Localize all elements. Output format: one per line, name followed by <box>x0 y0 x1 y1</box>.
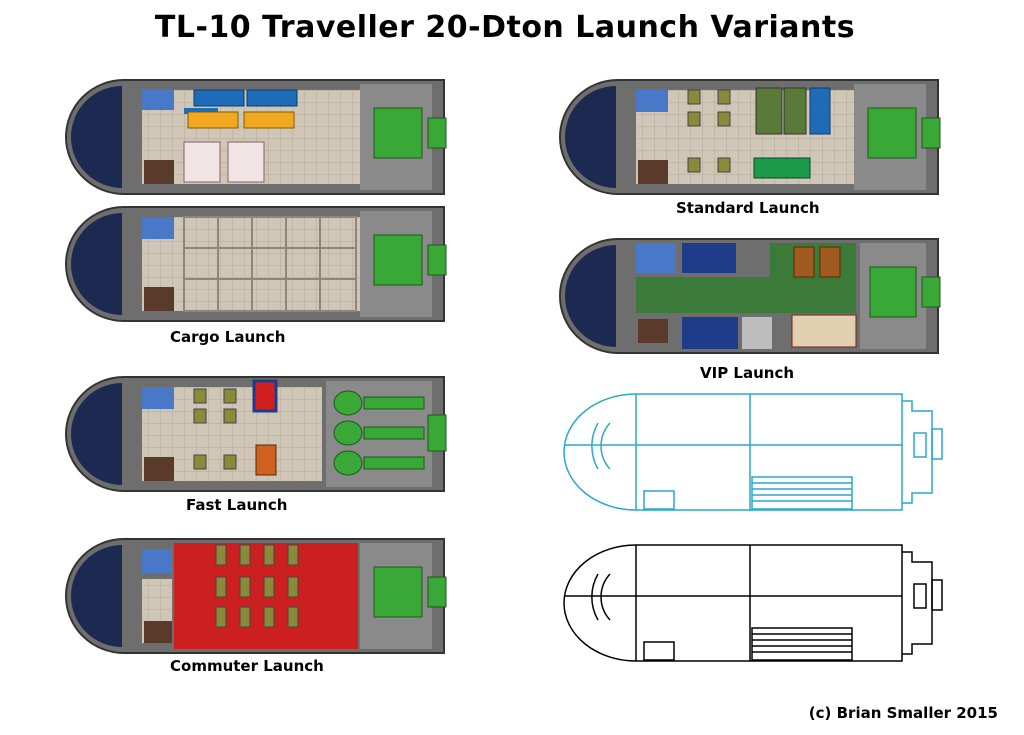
label-standard-launch: Standard Launch <box>676 199 820 217</box>
label-cargo-launch: Cargo Launch <box>170 328 286 346</box>
blueprint-outline-cyan <box>563 393 943 511</box>
label-fast-launch: Fast Launch <box>186 496 288 514</box>
ship-mixed-cargo <box>65 79 447 195</box>
lineart-outline-black <box>563 544 943 662</box>
ship-vip-launch <box>559 238 941 354</box>
label-vip-launch: VIP Launch <box>700 364 795 382</box>
page-title: TL-10 Traveller 20-Dton Launch Variants <box>154 10 856 45</box>
label-commuter-launch: Commuter Launch <box>170 657 324 675</box>
ship-fast-launch <box>65 376 447 492</box>
ship-cargo-launch <box>65 206 447 322</box>
ship-standard-launch <box>559 79 941 195</box>
ship-commuter-launch <box>65 538 447 654</box>
copyright-credit: (c) Brian Smaller 2015 <box>808 704 998 722</box>
